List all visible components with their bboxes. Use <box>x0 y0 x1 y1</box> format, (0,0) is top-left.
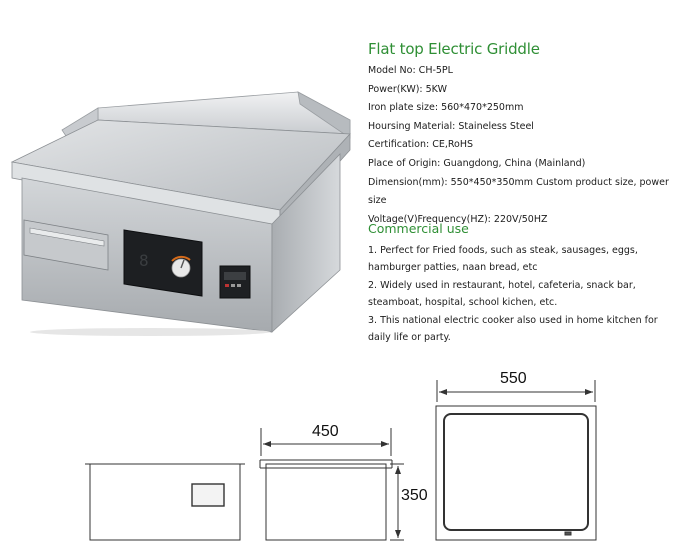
spec-power: Power(KW): 5KW <box>368 83 447 95</box>
spec-list: Model No: CH-5PL Power(KW): 5KW Iron pla… <box>368 62 674 229</box>
use-item: 1. Perfect for Fried foods, such as stea… <box>368 245 638 274</box>
spec-voltage: Voltage(V)Frequency(HZ): 220V/50HZ <box>368 213 548 225</box>
product-photo: 8 <box>10 91 351 336</box>
height-dimension-line <box>390 463 404 541</box>
spec-plate-size: Iron plate size: 560*470*250mm <box>368 102 524 114</box>
front-view-drawing <box>85 463 245 541</box>
top-view-drawing <box>435 380 597 541</box>
depth-dimension-label: 450 <box>312 423 339 440</box>
use-item: 2. Widely used in restaurant, hotel, caf… <box>368 279 636 309</box>
commercial-use-list: 1. Perfect for Fried foods, such as stea… <box>368 242 674 346</box>
use-item: 3. This national electric cooker also us… <box>368 314 658 344</box>
commercial-heading: Commercial use <box>368 221 469 236</box>
product-title: Flat top Electric Griddle <box>368 40 540 58</box>
spec-material: Hoursing Material: Staineless Steel <box>368 120 534 132</box>
width-dimension-label: 550 <box>500 370 527 387</box>
side-view-drawing <box>259 428 393 541</box>
spec-dimension: Dimension(mm): 550*450*350mm Custom prod… <box>368 176 669 207</box>
height-dimension-label: 350 <box>401 487 428 504</box>
dimension-drawings: 450 350 550 <box>85 370 597 541</box>
temperature-controller <box>219 265 251 299</box>
display-digit: 8 <box>139 251 149 270</box>
spec-certification: Certification: CE,RoHS <box>368 139 474 151</box>
spec-model: Model No: CH-5PL <box>368 65 453 76</box>
spec-origin: Place of Origin: Guangdong, China (Mainl… <box>368 157 586 169</box>
